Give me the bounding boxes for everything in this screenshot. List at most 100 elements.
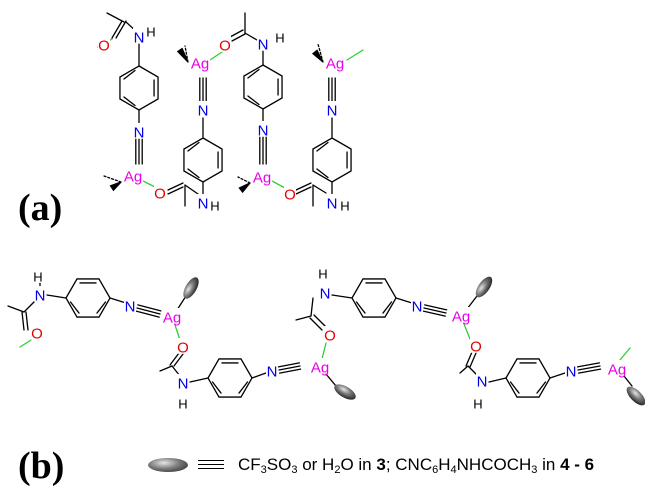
atom-label-background	[284, 185, 296, 201]
bond	[229, 29, 244, 38]
bond	[46, 294, 67, 299]
bond	[488, 377, 507, 383]
atom-label-background	[133, 28, 145, 44]
silver-atom-label: Ag	[326, 55, 344, 72]
bond	[459, 365, 469, 374]
bond	[278, 368, 302, 374]
bond	[312, 184, 327, 194]
nitrogen-atom-label: N	[134, 124, 145, 141]
bond	[169, 352, 180, 366]
bond	[576, 362, 601, 368]
bond	[167, 186, 184, 195]
atom-label-background	[197, 101, 209, 117]
silver-atom-label: Ag	[191, 55, 209, 72]
bond	[505, 358, 551, 398]
atom-label-background	[326, 101, 338, 117]
hydrogen-atom-label: H	[33, 270, 42, 285]
bond	[310, 297, 314, 317]
atom-label-background	[154, 184, 166, 200]
bond	[136, 307, 161, 315]
bond	[623, 375, 633, 387]
atom-label-background	[124, 297, 136, 313]
silver-atom-label: Ag	[452, 308, 470, 325]
bond	[549, 372, 566, 379]
bond-layer	[7, 12, 633, 398]
atom-label-background	[177, 374, 189, 390]
atom-label-background	[606, 360, 628, 376]
ligand-ellipsoid	[626, 386, 645, 406]
bond	[69, 301, 80, 314]
atom-label-background	[133, 123, 145, 139]
atom-label-background	[309, 358, 331, 374]
bond	[137, 304, 162, 312]
bond	[395, 297, 413, 304]
bond	[346, 49, 364, 61]
bond	[21, 311, 25, 331]
legend-text: CF3SO3 or H2O in 3; CNC6H4NHCOCH3 in 4 -…	[238, 454, 595, 476]
bond	[295, 182, 312, 191]
nitrogen-atom-label: N	[412, 298, 423, 315]
bond	[19, 339, 32, 348]
hydrogen-atom-label: H	[275, 31, 284, 46]
atom-label-background	[324, 326, 336, 342]
nitrogen-atom-label: N	[125, 298, 136, 315]
bond	[184, 184, 199, 195]
silver-atom-label: Ag	[124, 168, 142, 185]
oxygen-atom-label: O	[470, 338, 482, 355]
nitrogen-atom-label: N	[258, 36, 269, 53]
bond	[65, 278, 111, 318]
ligand-ellipsoid	[183, 277, 199, 299]
bond	[536, 381, 547, 394]
bond	[106, 12, 125, 23]
silver-atom-label: Ag	[163, 309, 181, 326]
bond	[317, 43, 324, 63]
bond	[577, 365, 601, 371]
oxygen-atom-label: O	[284, 186, 296, 203]
bond	[231, 33, 246, 42]
bond	[111, 20, 123, 39]
hydrogen-atom-label: H	[473, 397, 482, 412]
wedge-bond	[311, 49, 324, 63]
atom-label-background	[257, 121, 269, 137]
atom-label-background	[177, 396, 189, 410]
bond	[295, 186, 312, 195]
nitrogen-atom-label: N	[178, 375, 189, 392]
wedge-bond	[109, 181, 122, 192]
bond	[424, 304, 448, 311]
atom-label-background	[219, 36, 231, 52]
bond	[577, 368, 602, 374]
bond	[189, 377, 209, 383]
atom-label-background	[339, 198, 351, 212]
bond	[316, 141, 329, 152]
bond	[422, 310, 446, 317]
bond	[238, 381, 249, 394]
hydrogen-atom-label: H	[210, 199, 219, 214]
silver-atom-label: Ag	[608, 361, 626, 378]
silver-atom-label: Ag	[253, 169, 271, 186]
atom-label-background	[257, 35, 269, 51]
bond	[103, 175, 122, 183]
bond	[277, 362, 301, 368]
ligand-ellipsoid	[475, 276, 493, 298]
nitrogen-atom-label: N	[477, 373, 488, 390]
atom-label-background	[98, 36, 110, 52]
bond	[351, 278, 397, 318]
bond	[174, 324, 181, 341]
bond	[309, 317, 323, 331]
wedge-bond	[238, 182, 251, 194]
atom-label-background	[470, 337, 482, 353]
bond	[619, 347, 631, 361]
nitrogen-atom-label: N	[198, 102, 209, 119]
atom-label-background	[266, 362, 278, 378]
bond	[312, 137, 352, 183]
equivalence-symbol	[198, 459, 224, 471]
bond	[173, 353, 184, 367]
oxygen-atom-label: O	[177, 339, 189, 356]
bond	[115, 20, 127, 39]
bond	[278, 365, 301, 371]
bond	[313, 314, 327, 328]
bond	[119, 65, 159, 111]
bond	[135, 310, 160, 318]
bond	[207, 358, 253, 398]
